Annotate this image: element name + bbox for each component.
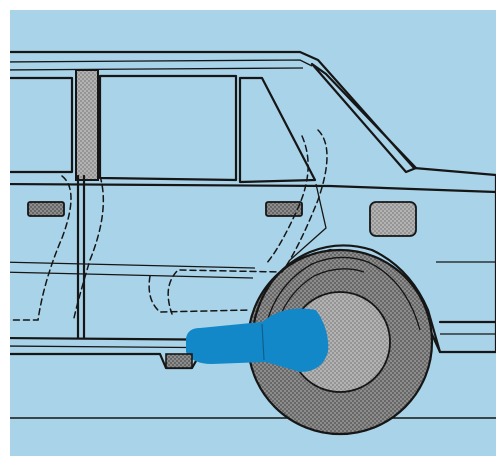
quarter-door-handle bbox=[266, 202, 302, 216]
rear-axle-mount bbox=[166, 354, 192, 368]
b-pillar bbox=[76, 70, 98, 180]
rear-door-handle bbox=[28, 202, 64, 216]
fuel-flap bbox=[370, 202, 416, 236]
